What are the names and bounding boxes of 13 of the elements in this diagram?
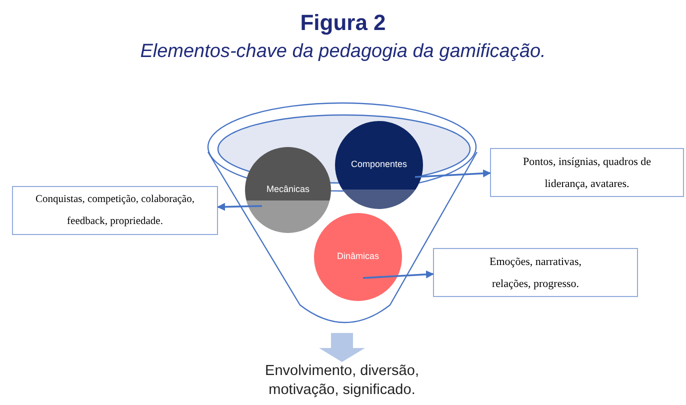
block-arrow bbox=[319, 333, 365, 362]
circle-label: Componentes bbox=[350, 158, 408, 172]
outcome-text: Envolvimento, diversão, motivação, significado. bbox=[247, 362, 437, 404]
circle-label: Dinâmicas bbox=[336, 250, 379, 264]
figure-title: Figura 2 bbox=[300, 9, 386, 37]
text-box: Emoções, narrativas, relações, progresso. bbox=[433, 248, 638, 297]
text-box: Conquistas, competição, colaboração, feedback, propriedade. bbox=[12, 186, 218, 235]
figure-caption: Elementos-chave da pedagogia da gamificação. bbox=[140, 40, 546, 64]
text-box: Pontos, insígnias, quadros de liderança, avatares. bbox=[490, 148, 684, 197]
arrow bbox=[362, 270, 434, 279]
arrow bbox=[217, 202, 262, 211]
circle-label: Mecânicas bbox=[266, 183, 310, 196]
arrow bbox=[414, 169, 491, 178]
